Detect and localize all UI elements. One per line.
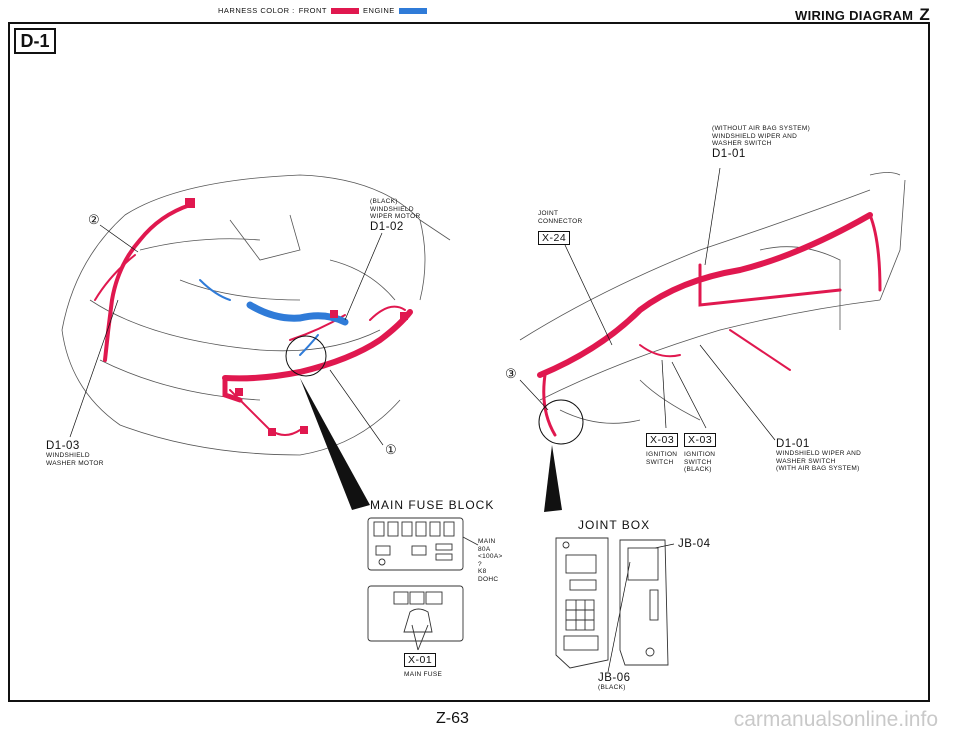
main-fuse-spec-4: ? (478, 560, 482, 568)
main-fuse-spec-6: DOHC (478, 575, 499, 583)
switch-airbag-code: D1-01 (776, 438, 810, 450)
washer-motor-line2: WASHER MOTOR (46, 459, 104, 467)
page-title-letter: Z (919, 5, 930, 24)
diagram-frame (8, 22, 930, 702)
switch-no-airbag-line1: (WITHOUT AIR BAG SYSTEM) (712, 125, 811, 132)
label-main-fuse: X-01 MAIN FUSE (404, 650, 442, 679)
washer-motor-code: D1-03 (46, 440, 80, 452)
wiper-motor-line2: WIPER MOTOR (370, 213, 421, 220)
jb06-code: JB-06 (598, 672, 631, 684)
page-title-text: WIRING DIAGRAM (795, 8, 914, 23)
page-number: Z-63 (436, 710, 469, 727)
joint-connector-line1: JOINT (538, 210, 559, 217)
label-joint-connector: JOINT CONNECTOR X-24 (538, 210, 582, 246)
jb04-code: JB-04 (678, 538, 711, 550)
page-title: WIRING DIAGRAM Z (795, 5, 930, 25)
main-fuse-spec-5: K8 (478, 568, 487, 575)
label-wiper-motor: (BLACK) WINDSHIELD WIPER MOTOR D1-02 (370, 198, 421, 233)
watermark: carmanualsonline.info (733, 708, 938, 731)
main-fuse-spec-1: MAIN (478, 538, 496, 545)
car-outline (61, 174, 451, 456)
jb06-color: (BLACK) (598, 684, 626, 691)
ignition-switch-2-line1: IGNITION (684, 451, 716, 458)
main-fuse-caption: MAIN FUSE (404, 671, 443, 678)
main-fuse-spec-3: <100A> (478, 553, 503, 560)
section-id: D-1 (14, 28, 56, 54)
callout-2: ② (88, 212, 100, 227)
wiper-motor-code: D1-02 (370, 220, 404, 233)
label-switch-airbag: D1-01 WINDSHIELD WIPER AND WASHER SWITCH… (776, 438, 861, 473)
connector-blocks (185, 198, 408, 436)
main-fuse-code: X-01 (404, 653, 437, 667)
label-washer-motor: D1-03 WINDSHIELD WASHER MOTOR (46, 440, 104, 467)
joint-connector-code: X-24 (538, 231, 571, 245)
wiper-motor-color: (BLACK) (370, 198, 398, 205)
legend-label: HARNESS COLOR : (218, 6, 295, 15)
leader-lines (69, 167, 776, 673)
joint-box-title: JOINT BOX (578, 518, 651, 532)
front-harness-dashboard (537, 212, 882, 437)
ignition-switch-2-code: X-03 (684, 433, 717, 447)
front-color-swatch (331, 7, 360, 14)
ignition-switch-2-line2: SWITCH (684, 458, 712, 466)
switch-no-airbag-code: D1-01 (712, 147, 746, 160)
legend-front-label: FRONT (298, 6, 328, 15)
label-ignition-switch-1: X-03 IGNITION SWITCH (646, 430, 679, 466)
main-fuse-block-drawing (367, 517, 479, 651)
detail-circles (285, 335, 584, 445)
ignition-switch-1-code: X-03 (646, 433, 679, 447)
ignition-switch-1-line1: IGNITION (646, 451, 678, 458)
label-main-fuse-spec: MAIN 80A <100A> ? K8 DOHC (478, 538, 503, 583)
joint-connector-line2: CONNECTOR (538, 217, 583, 225)
legend-engine-label: ENGINE (363, 6, 395, 15)
wiper-motor-line1: WINDSHIELD (370, 205, 414, 213)
main-fuse-block-title: MAIN FUSE BLOCK (370, 498, 495, 512)
switch-no-airbag-line3: WASHER SWITCH (712, 140, 772, 147)
joint-box-drawing (555, 537, 669, 669)
harness-color-legend: HARNESS COLOR : FRONT ENGINE (218, 6, 427, 15)
switch-airbag-line2: WASHER SWITCH (776, 457, 836, 465)
callout-arrows (300, 378, 562, 512)
callout-1: ① (385, 442, 397, 457)
label-ignition-switch-2: X-03 IGNITION SWITCH (BLACK) (684, 430, 717, 474)
label-jb06: JB-06 (BLACK) (598, 672, 631, 692)
ignition-switch-2-color: (BLACK) (684, 466, 712, 473)
washer-motor-line1: WINDSHIELD (46, 452, 90, 459)
ignition-switch-1-line2: SWITCH (646, 458, 674, 466)
switch-no-airbag-line2: WINDSHIELD WIPER AND (712, 132, 798, 140)
main-fuse-spec-2: 80A (478, 545, 491, 553)
switch-airbag-line1: WINDSHIELD WIPER AND (776, 450, 862, 457)
engine-harness (199, 279, 349, 356)
callout-3: ③ (505, 366, 517, 381)
switch-airbag-line3: (WITH AIR BAG SYSTEM) (776, 465, 860, 472)
label-switch-no-airbag: (WITHOUT AIR BAG SYSTEM) WINDSHIELD WIPE… (712, 125, 810, 160)
engine-color-swatch (398, 7, 427, 14)
